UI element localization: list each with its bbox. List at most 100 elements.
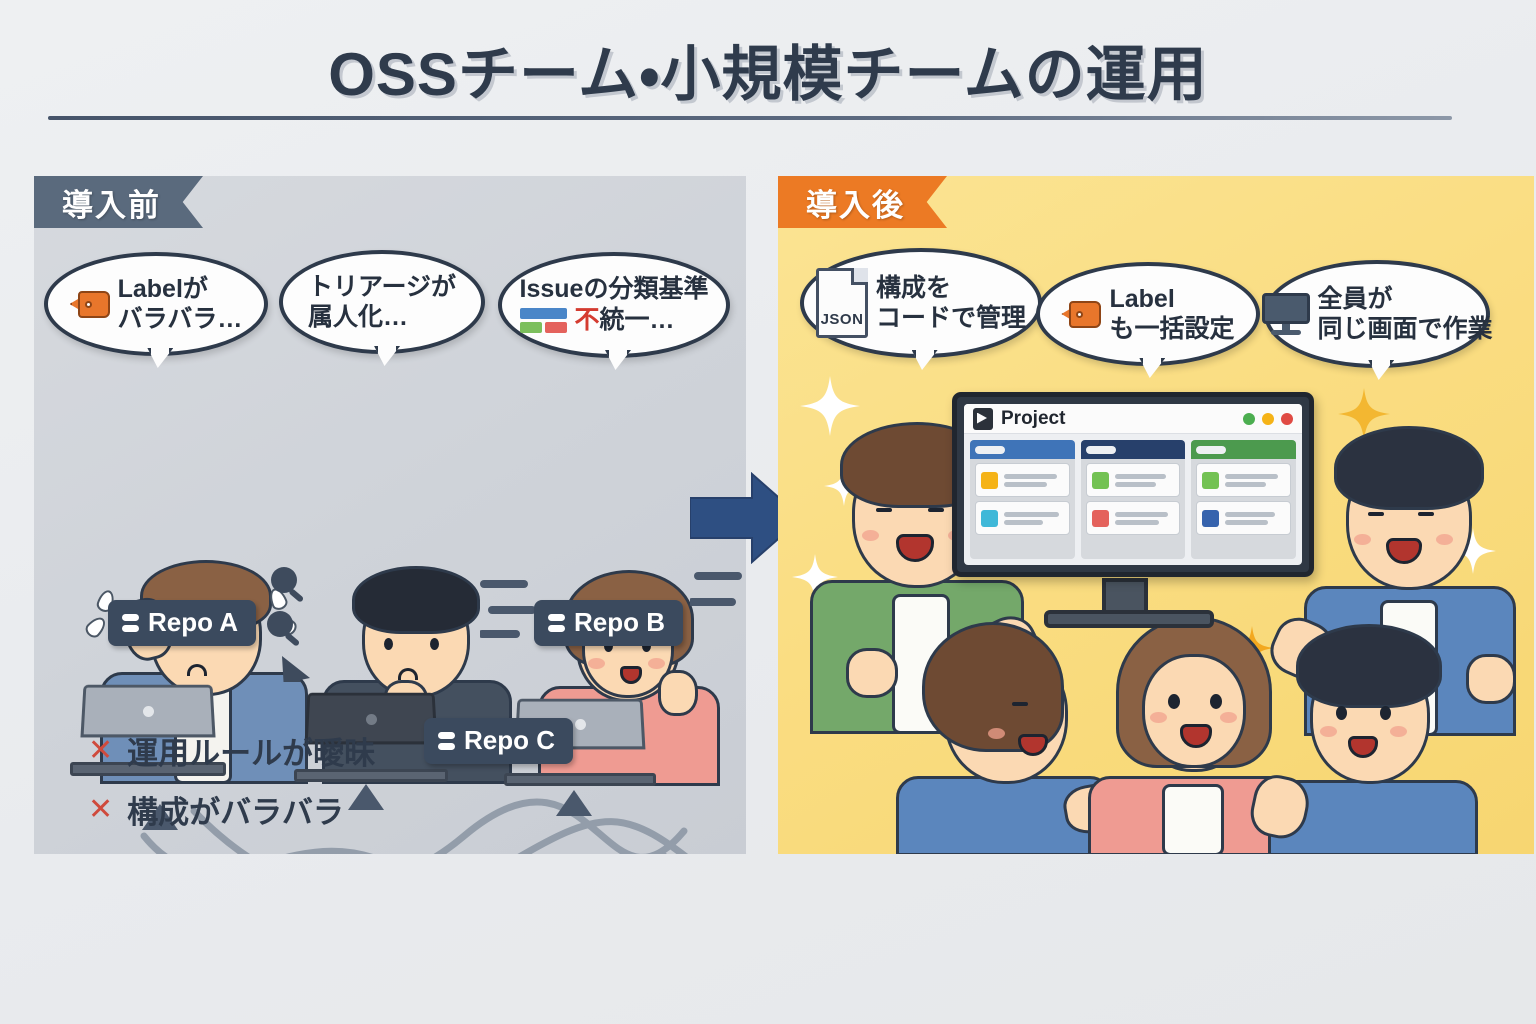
board-column[interactable]	[1191, 440, 1297, 559]
laptop	[70, 684, 226, 776]
bubble-line-1: Labelが	[117, 274, 208, 303]
column-header	[970, 440, 1075, 459]
title-divider	[48, 116, 1452, 120]
mouth	[187, 664, 207, 676]
after-badge-label: 導入後	[806, 187, 905, 223]
board-card[interactable]	[975, 501, 1070, 535]
bubble-line-1: Label	[1109, 284, 1175, 313]
bubble-line-2: コードで管理	[876, 303, 1027, 332]
person-frustrated-2	[267, 558, 526, 784]
eye-left	[604, 640, 613, 652]
problem-text: 運用ルールが曖昧	[127, 736, 376, 771]
laptop	[504, 698, 656, 786]
eye-right	[1418, 512, 1434, 516]
after-badge: 導入後	[778, 176, 947, 228]
bubble-triage-siloed: トリアージが 属人化…	[279, 250, 485, 366]
transition-arrow	[690, 472, 802, 564]
board-title: Project	[1001, 407, 1066, 429]
eye-left	[1168, 694, 1180, 709]
shirt	[1162, 784, 1224, 854]
card-swatch	[981, 471, 998, 489]
repo-tag-c[interactable]: Repo C	[424, 718, 573, 764]
bubble-line-2-red: 不	[574, 306, 600, 334]
repo-tag-a[interactable]: Repo A	[108, 600, 257, 646]
bubble-line-2: 不統一…	[575, 306, 675, 335]
motion-lines-right	[690, 572, 742, 606]
repo-tag-b[interactable]: Repo B	[534, 600, 683, 646]
eye-right	[642, 640, 651, 652]
repo-icon	[438, 731, 455, 750]
person-happy-bottom-right	[1246, 616, 1478, 854]
mouth	[620, 666, 642, 684]
motion-lines	[480, 580, 536, 638]
column-header	[1191, 440, 1297, 459]
sparkle-icon	[1450, 528, 1496, 574]
sparkle-icon	[1338, 388, 1390, 440]
repo-tag-label: Repo C	[464, 725, 555, 755]
person-happy-bottom-left	[896, 616, 1130, 854]
board-columns	[964, 434, 1302, 565]
blush	[988, 728, 1005, 739]
page-title: OSSチーム・小規模チームの運用	[328, 41, 1208, 108]
sparkle-icon	[792, 554, 838, 600]
hair	[1334, 426, 1484, 510]
tangled-connections-graphic	[140, 784, 689, 854]
blush-right	[648, 658, 665, 669]
blush-right	[1436, 534, 1453, 545]
board-column[interactable]	[1080, 440, 1186, 559]
window-dot-green[interactable]	[1243, 412, 1255, 425]
board-titlebar: Project	[964, 404, 1302, 434]
repo-icon	[548, 613, 565, 632]
hair	[1296, 624, 1442, 708]
eye-left	[1012, 702, 1028, 706]
window-dot-red[interactable]	[1281, 412, 1293, 425]
card-swatch	[1091, 471, 1109, 489]
fist-hand	[1466, 654, 1516, 704]
eye-left	[384, 638, 393, 650]
sweat-drop-2	[82, 613, 110, 641]
json-icon-label: JSON	[820, 311, 864, 328]
bubble-line-2-rest: 統一…	[599, 306, 675, 334]
page-title-wrapper: OSSチーム・小規模チームの運用	[0, 26, 1536, 113]
monitor-stand-neck	[1102, 578, 1148, 616]
eye-right	[430, 638, 439, 650]
card-swatch	[981, 509, 998, 527]
cross-icon: ✕	[88, 792, 114, 826]
monitor-icon	[1261, 293, 1310, 335]
bubble-line-2: も一括設定	[1109, 314, 1235, 343]
board-card[interactable]	[1196, 501, 1292, 535]
window-dot-yellow[interactable]	[1262, 412, 1274, 425]
mouth	[398, 668, 418, 680]
problem-list: ✕ 運用ルールが曖昧 ✕ 構成がバラバラ	[88, 728, 375, 846]
board-card[interactable]	[1085, 463, 1181, 497]
fist-hand	[846, 648, 898, 698]
column-header	[1080, 440, 1186, 459]
bubble-line-1: トリアージが	[307, 272, 456, 301]
problem-item: ✕ 運用ルールが曖昧	[88, 728, 375, 773]
sparkle-icon	[800, 376, 860, 436]
tag-icon	[69, 290, 110, 318]
mouth	[1348, 736, 1378, 758]
bubble-line-2: 属人化…	[307, 302, 408, 331]
board-card[interactable]	[975, 463, 1070, 497]
eye-left	[1368, 512, 1384, 516]
bubble-label-inconsistent: Labelが バラバラ…	[44, 252, 268, 368]
blush-left	[1320, 726, 1337, 737]
project-board[interactable]: Project	[952, 392, 1314, 577]
laptop	[294, 692, 448, 782]
monitor-display	[940, 382, 1326, 642]
tag-icon	[1061, 300, 1102, 328]
board-card[interactable]	[1196, 463, 1292, 497]
repo-tag-label: Repo B	[574, 607, 665, 637]
hand-at-cheek	[658, 670, 698, 716]
bubble-same-screen: 全員が 同じ画面で作業	[1261, 260, 1493, 380]
eye-right	[1380, 706, 1391, 720]
bubble-line-1: 構成を	[876, 273, 952, 302]
board-column[interactable]	[970, 440, 1075, 559]
mouth	[1386, 538, 1422, 564]
bubble-issue-criteria: Issueの分類基準 不統一…	[498, 252, 730, 370]
card-swatch	[1091, 509, 1109, 527]
label-chips-icon	[519, 307, 567, 333]
board-card[interactable]	[1085, 501, 1181, 535]
